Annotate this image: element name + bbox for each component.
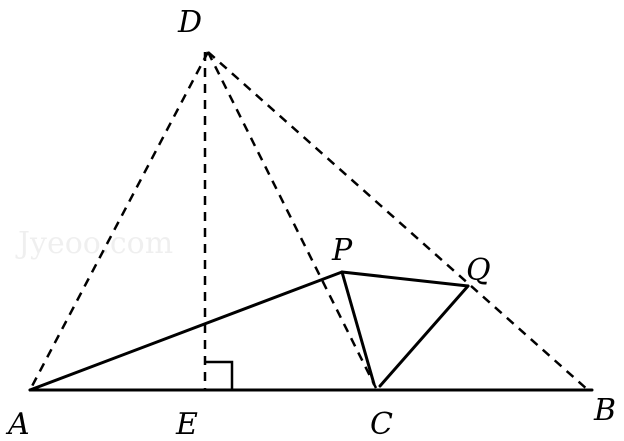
point-label-P: P xyxy=(331,233,353,268)
segment-AP xyxy=(28,270,344,392)
point-label-C: C xyxy=(370,407,393,441)
watermark: Jyeoo.com xyxy=(15,226,173,261)
segment-PC xyxy=(340,270,376,386)
point-label-B: B xyxy=(593,393,616,428)
point-label-Q: Q xyxy=(466,253,491,288)
segment-PQ xyxy=(340,270,470,288)
segment-DA xyxy=(28,51,210,391)
segment-QC xyxy=(378,284,470,388)
point-label-A: A xyxy=(5,407,30,441)
point-label-D: D xyxy=(177,5,202,40)
segment-DB xyxy=(207,51,589,391)
segment-DC xyxy=(206,51,378,389)
point-label-E: E xyxy=(175,407,198,441)
right-angle-marker xyxy=(205,360,234,390)
